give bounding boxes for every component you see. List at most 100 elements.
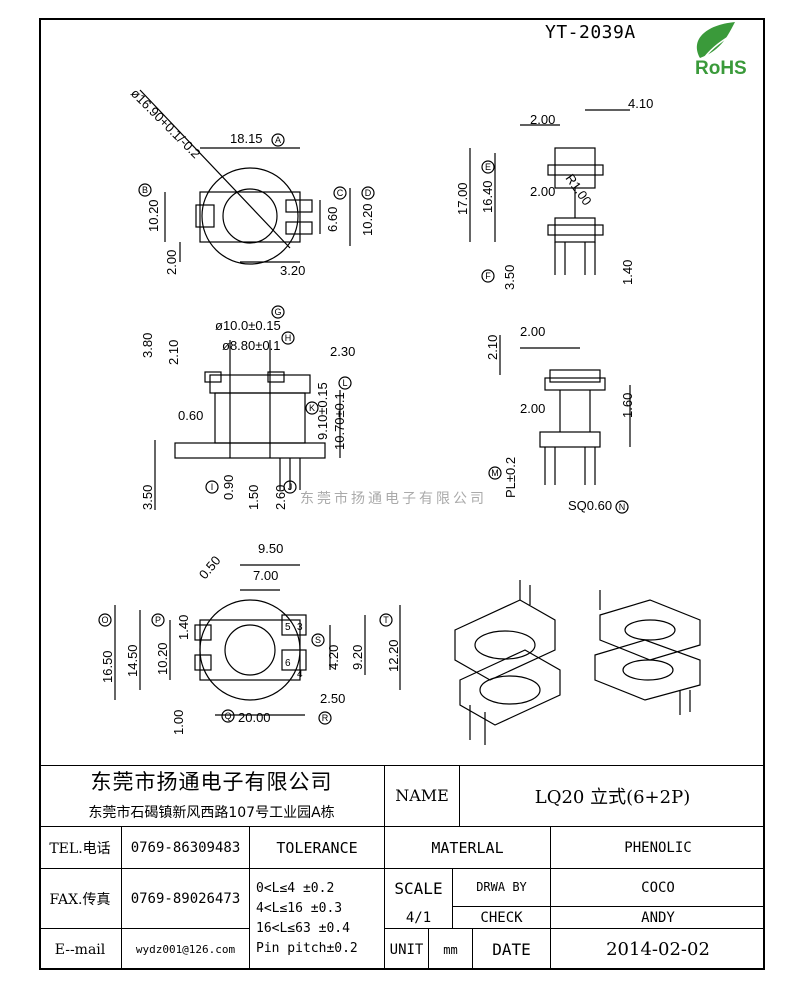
dim-4-20: 4.20 <box>326 645 341 670</box>
callout-k: K <box>309 403 315 413</box>
tolerance-line-1: 0<L≤4 ±0.2 <box>256 881 335 896</box>
dim-1-00: 1.00 <box>171 710 186 735</box>
dim-2-30: 2.30 <box>330 344 355 359</box>
dim-14-50: 14.50 <box>125 644 140 677</box>
dim-diameter: ø16.90+0.1/-0.2 <box>128 86 204 162</box>
front-view <box>154 340 341 510</box>
dim-1-50: 1.50 <box>246 485 261 510</box>
material-label: MATERLAL <box>385 827 551 869</box>
pin-3: 3 <box>297 622 303 633</box>
date-label: DATE <box>473 929 551 970</box>
dim-0-50: 0.50 <box>196 553 224 582</box>
dim-2-00-a: 2.00 <box>164 250 179 275</box>
dim-3-20: 3.20 <box>280 263 305 278</box>
dim-9-50: 9.50 <box>258 541 283 556</box>
watermark: 东莞市扬通电子有限公司 <box>300 490 487 507</box>
dim-pl: PL±0.2 <box>503 457 518 498</box>
email-label: E--mail <box>39 929 122 970</box>
pin-4: 4 <box>297 669 303 680</box>
part-number: YT-2039A <box>545 22 636 43</box>
dim-3-50-a: 3.50 <box>502 265 517 290</box>
rohs-text: RoHS <box>695 58 747 79</box>
callout-n: N <box>619 502 626 512</box>
dim-2-60: 2.60 <box>273 485 288 510</box>
callout-e: E <box>485 162 491 172</box>
callout-j: J <box>288 482 293 492</box>
dim-2-50: 2.50 <box>320 691 345 706</box>
dim-7-00: 7.00 <box>253 568 278 583</box>
dim-0-60: 0.60 <box>178 408 203 423</box>
date-value: 2014-02-02 <box>606 939 710 960</box>
side-view-2 <box>499 335 631 485</box>
material-value: PHENOLIC <box>551 827 765 869</box>
dim-12-20: 12.20 <box>386 639 401 672</box>
tel-label: TEL.电话 <box>39 827 122 869</box>
check-value: ANDY <box>551 907 765 929</box>
callout-t: T <box>383 615 389 625</box>
dim-3-80: 3.80 <box>140 333 155 358</box>
callout-o: O <box>101 615 108 625</box>
dim-9-20: 9.20 <box>350 645 365 670</box>
dim-sq: SQ0.60 <box>568 498 612 513</box>
pin-5: 5 <box>285 622 291 633</box>
name-label: NAME <box>385 765 460 827</box>
dim-20-00: 20.00 <box>238 710 271 725</box>
dim-10-20-a: 10.20 <box>146 199 161 232</box>
dim-9-10: 9.10±0.15 <box>315 382 330 440</box>
dim-16-50: 16.50 <box>100 650 115 683</box>
callout-s: S <box>315 635 321 645</box>
iso-view-left <box>454 580 561 745</box>
callout-r: R <box>322 713 329 723</box>
callout-i: I <box>211 482 214 492</box>
dim-10-70: 10.70±0.1 <box>332 392 347 450</box>
callout-a: A <box>275 135 281 145</box>
callout-q: Q <box>224 711 231 721</box>
dim-2-00-c: 2.00 <box>530 184 555 199</box>
scale-value: 4/1 <box>385 907 453 929</box>
drawing-sheet <box>39 18 765 970</box>
callout-l: L <box>342 378 347 388</box>
dim-1-40: 1.40 <box>620 260 635 285</box>
dim-r1: R1.00 <box>563 171 595 208</box>
tolerance-label: TOLERANCE <box>250 827 385 869</box>
title-block: 东莞市扬通电子有限公司 东莞市石碣镇新风西路107号工业园A栋 NAME LQ2… <box>39 765 765 970</box>
bottom-view <box>114 564 401 716</box>
company-name: 东莞市扬通电子有限公司 <box>39 765 385 797</box>
callout-p: P <box>155 615 161 625</box>
callout-f: F <box>485 271 491 281</box>
scale-label: SCALE <box>385 869 453 907</box>
drawn-label: DRWA BY <box>453 869 551 907</box>
callout-b: B <box>142 185 148 195</box>
fax-value: 0769-89026473 <box>122 869 250 929</box>
dim-17-00: 17.00 <box>455 182 470 215</box>
dim-10-20-b: 10.20 <box>360 203 375 236</box>
dim-2-00-e: 2.00 <box>520 401 545 416</box>
callout-d: D <box>365 188 372 198</box>
dim-2-10-b: 2.10 <box>485 335 500 360</box>
dim-2-00-b: 2.00 <box>530 112 555 127</box>
dim-2-10-a: 2.10 <box>166 340 181 365</box>
drawn-value: COCO <box>551 869 765 907</box>
unit-label: UNIT <box>385 929 429 970</box>
company-address: 东莞市石碣镇新风西路107号工业园A栋 <box>39 797 385 827</box>
name-value: LQ20 立式(6+2P) <box>460 765 765 827</box>
side-view <box>469 109 630 275</box>
dim-1-60: 1.60 <box>620 393 635 418</box>
tel-value: 0769-86309483 <box>122 827 250 869</box>
dim-1-40-b: 1.40 <box>176 615 191 640</box>
callout-m: M <box>491 468 499 478</box>
tolerance-box: 0<L≤4 ±0.2 4<L≤16 ±0.3 16<L≤63 ±0.4 Pin … <box>250 869 385 970</box>
tolerance-line-2: 4<L≤16 ±0.3 <box>256 901 343 916</box>
rohs-logo: RoHS <box>695 22 747 79</box>
dim-6-60: 6.60 <box>325 207 340 232</box>
callout-g: G <box>274 307 281 317</box>
dim-10-20-c: 10.20 <box>155 642 170 675</box>
iso-view-right <box>594 590 701 715</box>
callout-h: H <box>285 333 292 343</box>
dim-18-15: 18.15 <box>230 131 263 146</box>
dim-dia-8-8: ø8.80±0.1 <box>222 338 280 353</box>
unit-value: mm <box>429 929 473 970</box>
tolerance-line-3: 16<L≤63 ±0.4 <box>256 921 350 936</box>
dim-3-50-b: 3.50 <box>140 485 155 510</box>
